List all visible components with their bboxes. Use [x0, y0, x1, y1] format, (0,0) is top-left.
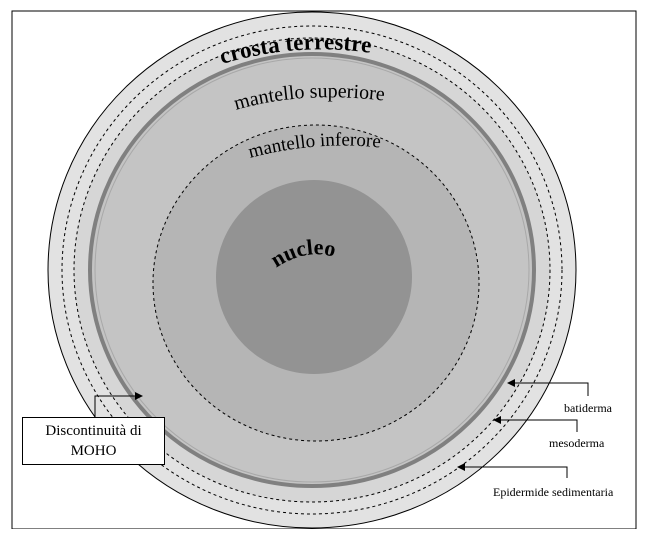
- moho-leader: [94, 392, 143, 417]
- moho-label-line1: Discontinuità di: [45, 423, 142, 439]
- batiderma-leader: [507, 379, 589, 396]
- moho-label-box: Discontinuità di MOHO: [22, 417, 165, 465]
- epidermide-label: Epidermide sedimentaria: [493, 485, 614, 499]
- core-layer: [216, 180, 412, 374]
- batiderma-label: batiderma: [564, 401, 613, 415]
- epidermide-boundary: [61, 25, 563, 515]
- epidermide-leader: [457, 463, 568, 478]
- mesoderma-leader: [493, 416, 578, 432]
- mesoderma-label: mesoderma: [549, 436, 605, 450]
- moho-label-line2: MOHO: [70, 443, 117, 459]
- upper-mantle-edge: [94, 57, 530, 483]
